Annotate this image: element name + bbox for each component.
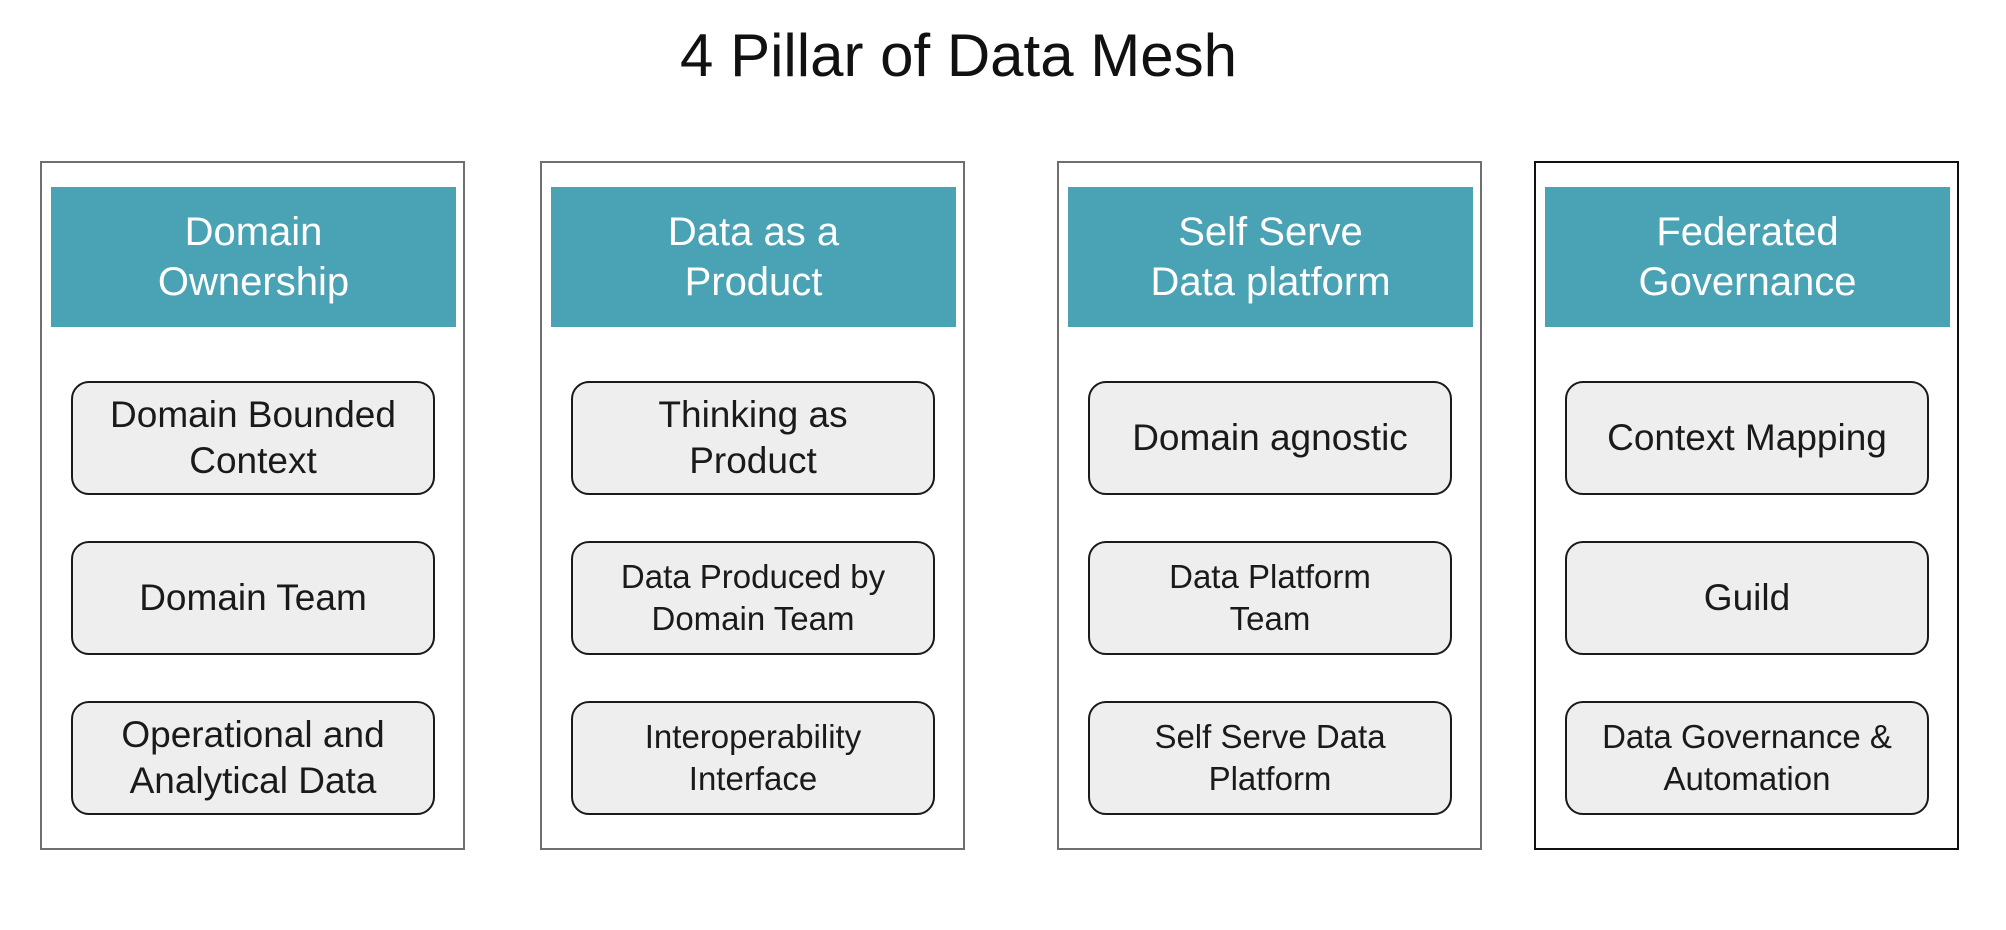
pillar-item-line: Interface: [688, 760, 818, 797]
pillar-item-line: Domain Team: [139, 577, 367, 618]
pillar-item-data-produced-by-domain-team: Data Produced by Domain Team: [571, 541, 935, 655]
pillar-header-line: Domain: [184, 210, 323, 254]
pillar-header-line: Data platform: [1150, 260, 1391, 304]
pillar-item-line: Data Platform: [1169, 558, 1371, 595]
diagram-title: 4 Pillar of Data Mesh: [680, 22, 1237, 89]
pillar-item-thinking-as-product: Thinking as Product: [571, 381, 935, 495]
pillar-item-domain-team: Domain Team: [71, 541, 435, 655]
pillar-item-line: Product: [689, 440, 817, 481]
pillar-item-line: Analytical Data: [129, 760, 377, 801]
pillar-item-self-serve-data-platform: Self Serve Data Platform: [1088, 701, 1452, 815]
pillar-item-line: Data Produced by: [620, 558, 886, 595]
pillar-header-line: Product: [684, 260, 823, 304]
pillar-item-operational-analytical-data: Operational and Analytical Data: [71, 701, 435, 815]
pillar-data-as-a-product: Data as a Product Thinking as Product Da…: [540, 161, 965, 850]
pillar-item-line: Domain agnostic: [1132, 417, 1408, 458]
pillar-item-line: Operational and: [121, 714, 385, 755]
pillar-header: Federated Governance: [1545, 187, 1950, 327]
pillar-item-line: Self Serve Data: [1154, 718, 1386, 755]
pillar-item-context-mapping: Context Mapping: [1565, 381, 1929, 495]
pillar-header-line: Data as a: [667, 210, 840, 254]
pillar-header-line: Self Serve: [1178, 210, 1363, 254]
pillar-item-domain-agnostic: Domain agnostic: [1088, 381, 1452, 495]
pillar-item-line: Domain Bounded: [110, 394, 396, 435]
pillar-item-line: Context: [189, 440, 317, 481]
pillar-item-data-platform-team: Data Platform Team: [1088, 541, 1452, 655]
pillar-header-line: Governance: [1638, 260, 1857, 304]
pillar-item-line: Thinking as: [658, 394, 848, 435]
pillar-item-line: Data Governance &: [1602, 718, 1892, 755]
pillar-header: Domain Ownership: [51, 187, 456, 327]
pillar-item-data-governance-automation: Data Governance & Automation: [1565, 701, 1929, 815]
pillar-item-line: Team: [1229, 600, 1311, 637]
pillar-item-line: Context Mapping: [1607, 417, 1887, 458]
pillar-item-guild: Guild: [1565, 541, 1929, 655]
pillar-item-interoperability-interface: Interoperability Interface: [571, 701, 935, 815]
pillar-federated-governance: Federated Governance Context Mapping Gui…: [1534, 161, 1959, 850]
pillar-header-line: Federated: [1656, 210, 1839, 254]
pillar-header: Data as a Product: [551, 187, 956, 327]
pillar-item-line: Interoperability: [644, 718, 862, 755]
pillar-header-line: Ownership: [157, 260, 350, 304]
pillar-item-line: Guild: [1703, 577, 1791, 618]
pillar-item-domain-bounded-context: Domain Bounded Context: [71, 381, 435, 495]
pillar-item-line: Domain Team: [651, 600, 855, 637]
pillar-item-line: Automation: [1663, 760, 1831, 797]
pillar-header: Self Serve Data platform: [1068, 187, 1473, 327]
pillar-self-serve-data-platform: Self Serve Data platform Domain agnostic…: [1057, 161, 1482, 850]
pillar-domain-ownership: Domain Ownership Domain Bounded Context …: [40, 161, 465, 850]
pillar-item-line: Platform: [1208, 760, 1332, 797]
